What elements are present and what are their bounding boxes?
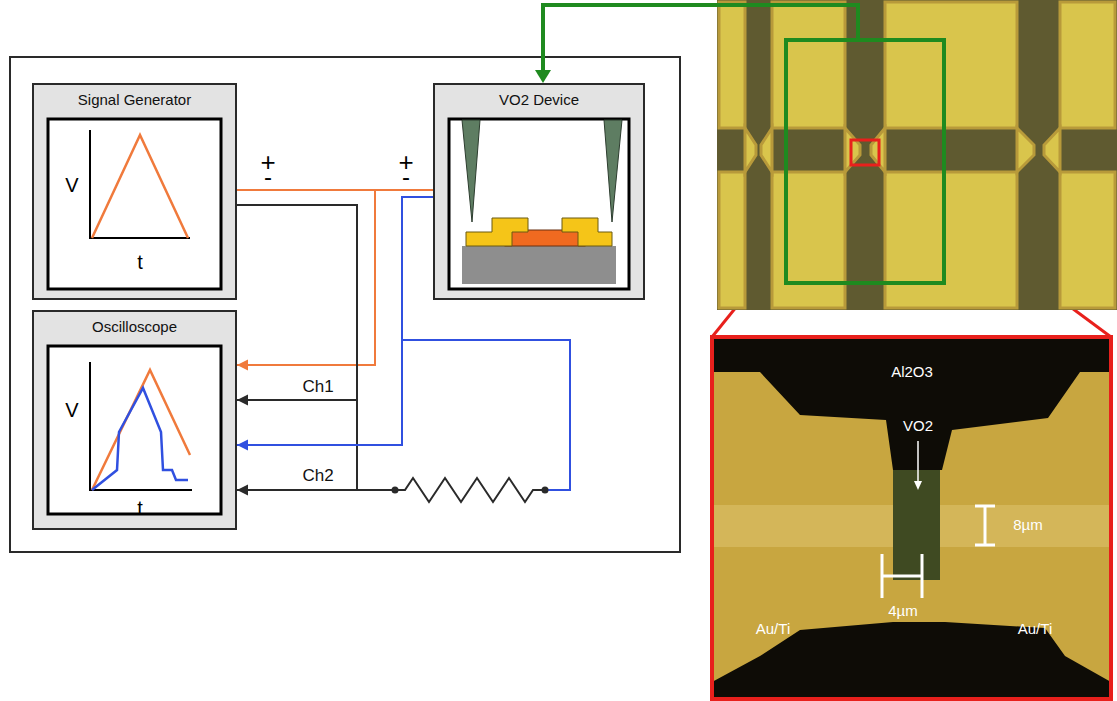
link-arrow <box>543 5 858 72</box>
panel-fill <box>32 83 237 300</box>
annotation-label: t <box>137 497 143 519</box>
resistor-symbol <box>395 478 545 502</box>
instrument-box: VO2 Device <box>433 83 645 300</box>
zoom-image <box>712 337 1111 699</box>
wire <box>357 489 395 491</box>
node-dot <box>542 487 549 494</box>
wire <box>402 340 570 490</box>
plot-frame <box>48 346 221 514</box>
signal-wire <box>237 205 357 490</box>
probe-tip <box>604 120 622 222</box>
annotation-label: V <box>65 399 78 421</box>
device-response <box>92 388 188 490</box>
annotation-label: - <box>264 164 272 190</box>
arrowhead <box>535 70 551 83</box>
annotation-label: 4µm <box>888 603 917 620</box>
box-title: Signal Generator <box>34 91 235 109</box>
panel-fill <box>32 310 237 530</box>
electrode <box>562 218 612 246</box>
zoom-frame <box>712 337 1111 699</box>
node-dot <box>392 487 399 494</box>
plot-frame <box>449 119 629 289</box>
plot-frame <box>48 119 221 289</box>
annotation-label: Al2O3 <box>891 364 933 381</box>
plot-axes <box>90 130 190 238</box>
triangle-wave <box>92 135 188 238</box>
annotation-label: Au/Ti <box>1018 621 1052 638</box>
al2o3-region <box>712 337 1111 470</box>
arrowhead <box>237 485 248 496</box>
annotation-label: Au/Ti <box>756 621 790 638</box>
arrowhead <box>237 440 248 451</box>
arrowhead <box>237 395 248 406</box>
box-title: Oscilloscope <box>34 318 235 336</box>
zoom-frame <box>851 140 879 165</box>
channel-label: Ch1 <box>300 378 335 397</box>
channel-label: Ch2 <box>300 467 335 486</box>
annotation-label: t <box>137 251 143 273</box>
triangle-wave <box>92 370 190 490</box>
annotation-label: V <box>65 174 78 196</box>
annotation-label: 8µm <box>1013 517 1042 534</box>
box-title: VO2 Device <box>435 91 643 109</box>
instrument-box: Oscilloscope <box>32 310 237 530</box>
zoom-frame <box>786 40 944 283</box>
callout-line <box>712 165 851 337</box>
annotation-label: VO2 <box>903 418 933 435</box>
contact-pads <box>719 2 1115 308</box>
leader-line <box>917 441 919 482</box>
dimension-bracket <box>882 506 995 598</box>
electrode <box>466 218 528 246</box>
signal-wire <box>237 190 375 365</box>
arrowhead <box>914 481 922 490</box>
plot-axes <box>90 362 192 490</box>
probe-tip <box>462 120 480 222</box>
substrate <box>462 246 616 284</box>
annotation-label: - <box>402 164 410 190</box>
frame <box>10 57 680 552</box>
signal-wire <box>237 205 357 400</box>
signal-wire <box>237 197 433 445</box>
arrowhead <box>237 360 248 371</box>
panel-fill <box>433 83 645 300</box>
micrograph <box>717 0 1117 310</box>
instrument-box: Signal Generator <box>32 83 237 300</box>
